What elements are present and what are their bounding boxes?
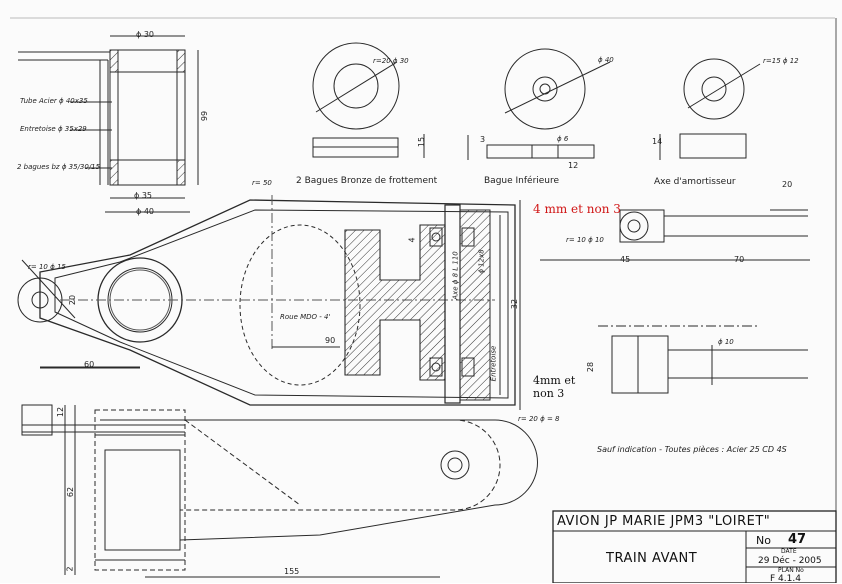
r10b-label: r= 10 ϕ 10 <box>566 236 604 244</box>
r10-label: r= 10 ϕ 15 <box>28 263 66 271</box>
roue-label: Roue MDO - 4' <box>280 313 331 321</box>
axe-dim: r=15 ϕ 12 <box>763 57 799 65</box>
bague-bronze-view <box>312 42 425 158</box>
bague-bronze-h: 15 <box>417 136 427 148</box>
title-block-date-value: 29 Déc - 2005 <box>758 556 822 566</box>
dim-12-label: 12 <box>56 406 66 418</box>
title-block-no-label: No <box>756 534 771 547</box>
axe-caption: Axe d'amortisseur <box>654 177 736 187</box>
fork-arm-view <box>17 195 521 410</box>
dim-20b-label: 20 <box>782 180 793 189</box>
dim-70-label: 70 <box>734 255 745 264</box>
black-correction-line1: 4mm et <box>533 374 576 387</box>
general-note: Sauf indication - Toutes pièces : Acier … <box>597 445 787 454</box>
dim-d40-label: ϕ 40 <box>136 207 154 216</box>
bague-inf-dim: ϕ 40 <box>598 56 614 64</box>
title-block-frame <box>552 510 837 583</box>
dim-20-label: 20 <box>68 294 78 306</box>
dim-62-label: 62 <box>66 486 76 498</box>
black-correction-line2: non 3 <box>533 387 565 400</box>
bague-inf-caption: Bague Inférieure <box>484 176 560 186</box>
dim-90-label: 90 <box>325 336 336 345</box>
dim-45-label: 45 <box>620 255 631 264</box>
axle-right-bottom <box>598 325 808 394</box>
label-bagues: 2 bagues bz ϕ 35/30/15 <box>17 163 101 171</box>
bague-bronze-dim: r=20 ϕ 30 <box>373 57 409 65</box>
dim-top-label: ϕ 30 <box>136 30 154 39</box>
dim-4-label: 4 <box>407 237 417 243</box>
bague-inf-small: ϕ 6 <box>557 135 569 143</box>
dim-60-label: 60 <box>84 360 95 369</box>
title-block-plan-value: F 4.1.4 <box>770 574 801 584</box>
tube-outline <box>109 49 186 186</box>
dim-d10-label: ϕ 10 <box>718 338 734 346</box>
axe-h: 14 <box>652 137 663 146</box>
lower-arm-view <box>100 419 501 511</box>
title-block-date-label: DATE <box>781 548 797 555</box>
axe-amortisseur-view <box>659 58 761 160</box>
tube-side-view <box>21 404 186 575</box>
entretoise-label: Entretoise <box>489 345 498 382</box>
tube-view <box>18 35 199 213</box>
dim-28-label: 28 <box>586 361 596 373</box>
bague-bronze-caption: 2 Bagues Bronze de frottement <box>296 176 438 186</box>
bague-inferieure-view <box>467 48 611 160</box>
title-block-title: AVION JP MARIE JPM3 "LOIRET" <box>557 514 771 529</box>
title-block-no-value: 47 <box>788 532 807 547</box>
axe-roue-label: Axe ϕ 8 L 110 <box>451 251 460 300</box>
dim-155-label: 155 <box>284 567 300 576</box>
bague-inf-w: 12 <box>568 161 579 170</box>
red-correction-note: 4 mm et non 3 <box>533 202 621 216</box>
dim-height-label: 66 <box>199 110 209 122</box>
dim-2-label: 2 <box>65 566 75 572</box>
r20-label: r= 20 ϕ = 8 <box>518 415 560 423</box>
bague-12-label: ϕ 12x8 <box>477 249 486 274</box>
label-entretoise: Entretoise ϕ 35x29 <box>20 125 87 133</box>
title-block-part: TRAIN AVANT <box>606 551 698 566</box>
bague-inf-h: 3 <box>480 135 486 144</box>
axle-right-top <box>600 209 810 261</box>
dim-32-label: 32 <box>510 298 520 310</box>
black-correction-note: 4mm et non 3 <box>533 374 575 400</box>
r50-label: r= 50 <box>252 179 272 187</box>
label-tube: Tube Acier ϕ 40x35 <box>20 97 88 105</box>
dim-d35-label: ϕ 35 <box>134 191 152 200</box>
title-block-plan-label: PLAN No <box>778 567 804 574</box>
lower-hub <box>100 419 538 541</box>
